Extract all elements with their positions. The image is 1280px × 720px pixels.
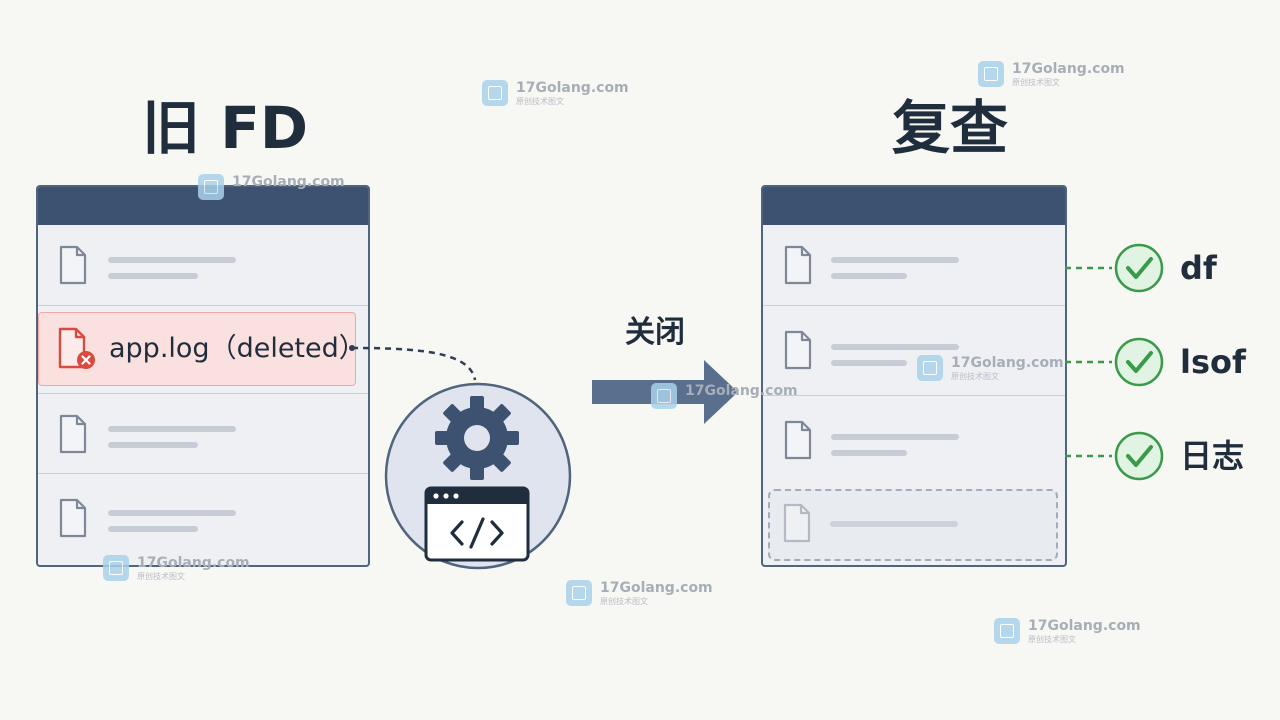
file-icon — [59, 414, 87, 454]
file-meta-line — [831, 450, 907, 456]
watermark-logo-icon — [103, 555, 129, 581]
check-label-log: 日志 — [1180, 437, 1245, 475]
connector-dot — [349, 345, 355, 351]
watermark-logo-icon — [651, 383, 677, 409]
panel-header — [763, 187, 1065, 225]
list-item — [763, 395, 1065, 484]
fd-connector — [351, 346, 477, 381]
check-label-df: df — [1180, 249, 1217, 287]
watermark: 17Golang.com 原创技术图文 — [482, 80, 632, 112]
file-name-line — [830, 521, 958, 527]
file-meta-line — [108, 442, 198, 448]
watermark-logo-icon — [198, 174, 224, 200]
watermark-logo-icon — [566, 580, 592, 606]
watermark: 17Golang.com 原创技术图文 — [978, 61, 1128, 93]
file-meta-line — [831, 360, 907, 366]
file-name-line — [831, 257, 959, 263]
left-title: 旧 FD — [142, 94, 308, 162]
deleted-file-row: app.log（deleted） — [38, 312, 366, 386]
file-icon — [59, 245, 87, 285]
gear-icon — [435, 396, 519, 480]
check-circle-icon — [1114, 431, 1164, 481]
list-item — [38, 473, 368, 565]
check-circle-icon — [1114, 337, 1164, 387]
file-meta-line — [108, 273, 198, 279]
check-circle-icon — [1114, 243, 1164, 293]
watermark: 17Golang.com — [651, 383, 801, 415]
list-item — [763, 305, 1065, 396]
watermark: 17Golang.com 原创技术图文 — [917, 355, 1067, 387]
file-meta-line — [831, 273, 907, 279]
list-item — [38, 225, 368, 305]
file-name-line — [108, 426, 236, 432]
right-title: 复查 — [891, 94, 1008, 162]
watermark: 17Golang.com 原创技术图文 — [103, 555, 253, 587]
file-name-line — [831, 344, 959, 350]
file-name-line — [108, 510, 236, 516]
file-name-line — [108, 257, 236, 263]
file-icon — [784, 245, 812, 285]
file-icon — [784, 330, 812, 370]
watermark-logo-icon — [917, 355, 943, 381]
check-label-lsof: lsof — [1180, 343, 1246, 381]
close-action-label: 关闭 — [625, 315, 685, 350]
file-meta-line — [108, 526, 198, 532]
watermark: 17Golang.com 原创技术图文 — [994, 618, 1144, 650]
file-icon — [784, 420, 812, 460]
list-item — [763, 225, 1065, 305]
file-icon — [59, 498, 87, 538]
file-icon — [783, 503, 811, 543]
deleted-file-label: app.log（deleted） — [109, 333, 366, 364]
file-name-line — [831, 434, 959, 440]
watermark-logo-icon — [978, 61, 1004, 87]
watermark-logo-icon — [482, 80, 508, 106]
list-item — [38, 393, 368, 474]
watermark: 17Golang.com — [198, 174, 348, 206]
watermark: 17Golang.com 原创技术图文 — [566, 580, 716, 612]
file-deleted-icon — [58, 327, 95, 369]
list-item — [38, 305, 368, 394]
released-file-slot — [768, 489, 1058, 561]
watermark-logo-icon — [994, 618, 1020, 644]
code-window-icon — [424, 486, 530, 562]
